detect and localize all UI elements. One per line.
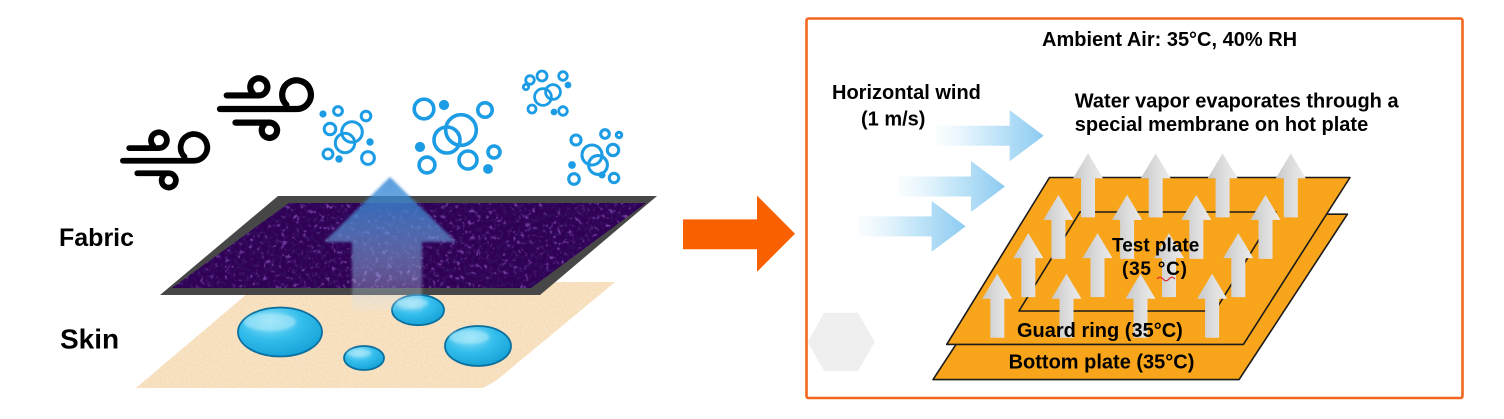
svg-text:special membrane on hot plate: special membrane on hot plate [1075, 114, 1368, 136]
svg-text:Bottom plate (35°C): Bottom plate (35°C) [1009, 352, 1195, 374]
svg-text:Fabric: Fabric [59, 224, 134, 252]
svg-text:(35 °C): (35 °C) [1122, 259, 1187, 280]
svg-text:Skin: Skin [60, 324, 119, 355]
svg-text:(1 m/s): (1 m/s) [861, 109, 925, 131]
svg-text:Guard ring (35°C): Guard ring (35°C) [1017, 320, 1183, 342]
svg-text:Water vapor evaporates through: Water vapor evaporates through a [1075, 91, 1400, 113]
svg-text:Test plate: Test plate [1112, 236, 1199, 257]
svg-text:Ambient Air: 35°C, 40% RH: Ambient Air: 35°C, 40% RH [1042, 29, 1297, 51]
svg-text:Horizontal wind: Horizontal wind [832, 82, 981, 104]
